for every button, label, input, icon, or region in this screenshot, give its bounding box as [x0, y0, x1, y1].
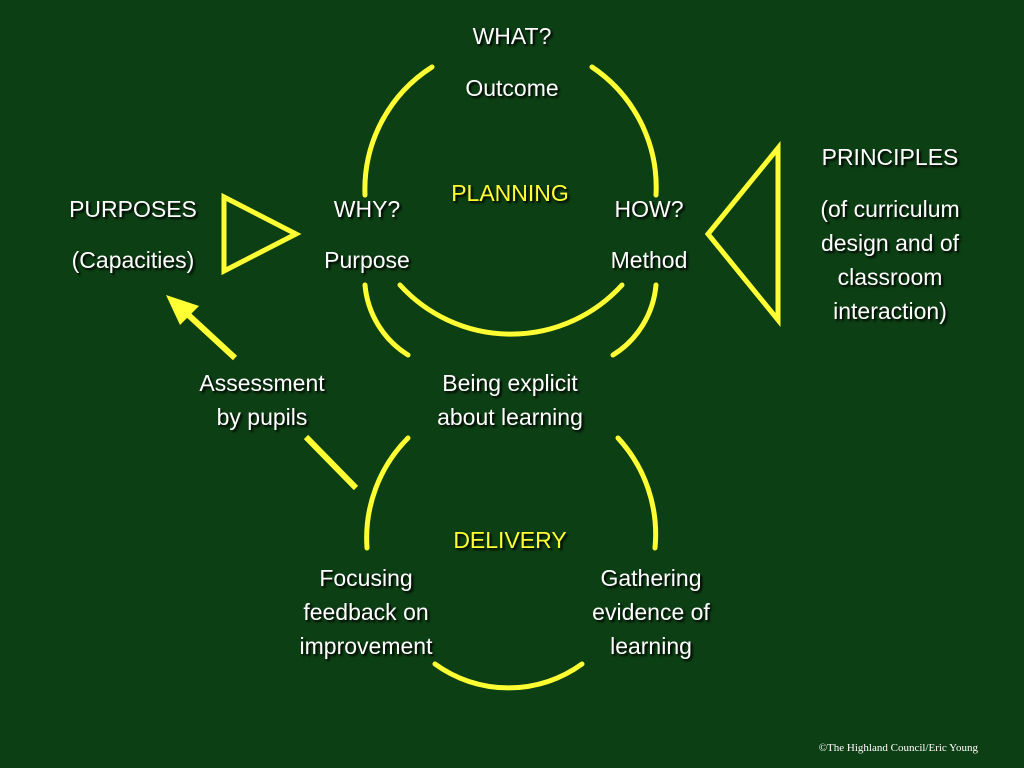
- copyright-notice: ©The Highland Council/Eric Young: [818, 742, 978, 754]
- connector-left-arc: [362, 282, 411, 358]
- principles-detail-line-4: interaction): [833, 298, 947, 324]
- why-answer: Purpose: [324, 247, 410, 273]
- purposes-detail: (Capacities): [71, 247, 195, 273]
- delivery-arc-left: [364, 435, 411, 551]
- what-answer: Outcome: [465, 75, 559, 101]
- principles-detail: (of curriculum design and of classroom i…: [790, 192, 990, 328]
- principles-detail-line-2: design and of: [820, 230, 960, 256]
- assessment-arrow: [180, 307, 359, 491]
- feedback-line-2: feedback on: [303, 599, 429, 625]
- assessment-label: Assessment by pupils: [160, 366, 364, 434]
- purposes-title: PURPOSES: [69, 196, 197, 222]
- evidence-line-3: learning: [610, 633, 692, 659]
- principles-detail-line-3: classroom: [837, 264, 943, 290]
- feedback-line-3: improvement: [299, 633, 433, 659]
- assessment-line-1: Assessment: [199, 370, 325, 396]
- purposes-triangle: [221, 192, 302, 276]
- principles-title: PRINCIPLES: [821, 144, 959, 170]
- assessment-line-2: by pupils: [216, 404, 308, 430]
- assessment-arrowhead: [166, 295, 199, 325]
- feedback-line-1: Focusing: [319, 565, 413, 591]
- how-answer: Method: [610, 247, 688, 273]
- delivery-arc-bottom: [432, 661, 585, 691]
- planning-arc-bottom: [397, 282, 625, 337]
- delivery-title: DELIVERY: [453, 527, 567, 553]
- evidence-line-2: evidence of: [592, 599, 710, 625]
- planning-title: PLANNING: [451, 180, 569, 206]
- being-explicit-line-2: about learning: [437, 404, 583, 430]
- being-explicit-line-1: Being explicit: [442, 370, 578, 396]
- principles-detail-line-1: (of curriculum: [820, 196, 960, 222]
- principles-triangle: [704, 140, 781, 328]
- planning-arc-top-right: [589, 64, 659, 198]
- feedback-label: Focusing feedback on improvement: [268, 561, 464, 663]
- why-question: WHY?: [333, 196, 401, 222]
- evidence-line-1: Gathering: [600, 565, 702, 591]
- connector-right-arc: [610, 282, 659, 358]
- planning-arc-top-left: [362, 64, 435, 198]
- delivery-arc-right: [615, 435, 659, 551]
- being-explicit-label: Being explicit about learning: [400, 366, 620, 434]
- evidence-label: Gathering evidence of learning: [556, 561, 746, 663]
- what-question: WHAT?: [472, 23, 552, 49]
- how-question: HOW?: [614, 196, 684, 222]
